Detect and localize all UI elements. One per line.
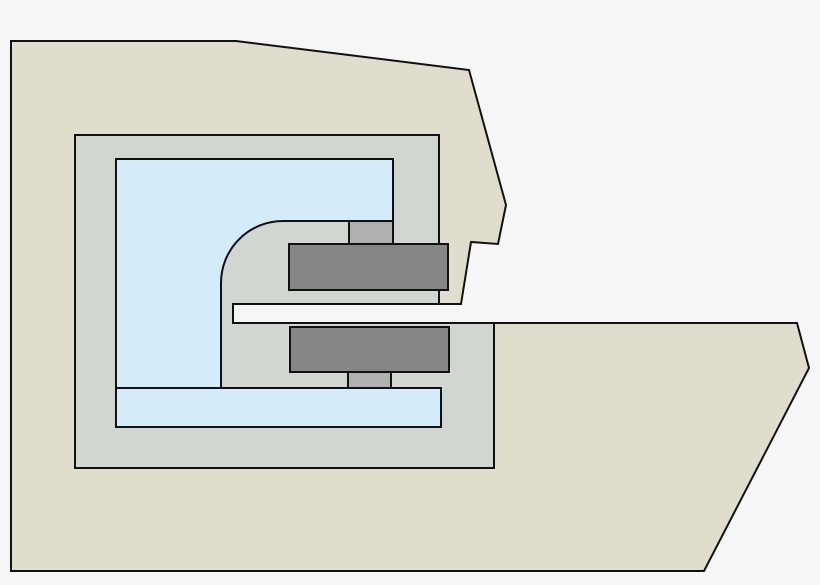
core-upper bbox=[115, 158, 394, 389]
upper-pad bbox=[288, 243, 449, 291]
lower-spacer bbox=[347, 371, 392, 389]
upper-spacer bbox=[348, 220, 394, 245]
core-base-bar bbox=[115, 387, 442, 428]
lower-pad bbox=[289, 326, 450, 373]
